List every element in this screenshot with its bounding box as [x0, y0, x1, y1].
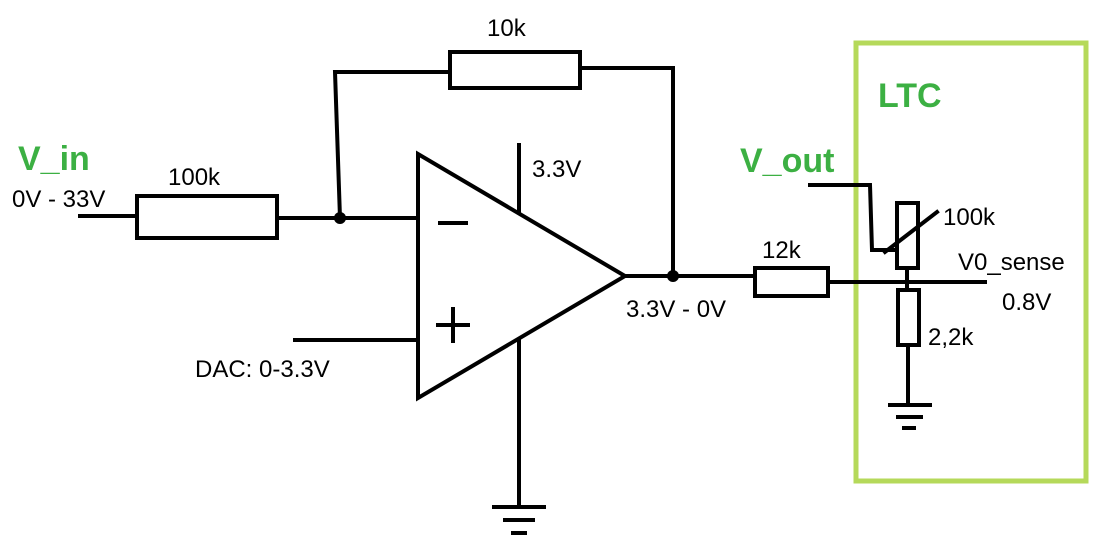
pot-wiper-arrow: [882, 209, 940, 255]
ltc-box: [853, 40, 1089, 484]
series-resistor-label: 12k: [762, 237, 802, 264]
v0-sense-label: V0_sense: [958, 249, 1065, 276]
bottom-resistor-label: 2,2k: [928, 324, 974, 351]
feedback-left-wire: [332, 70, 452, 221]
potentiometer-label: 100k: [943, 204, 996, 231]
feedback-resistor-label: 10k: [487, 15, 527, 42]
feedback-right-wire: [578, 66, 675, 278]
v-out-label: V_out: [740, 142, 834, 180]
supply-label: 3.3V: [532, 156, 581, 183]
v0-value-label: 0.8V: [1002, 289, 1051, 316]
feedback-resistor-10k: [448, 50, 582, 90]
bottom-resistor-2k2: [896, 288, 921, 347]
v-in-label: V_in: [18, 140, 90, 178]
series-resistor-12k: [753, 266, 830, 298]
ltc-label: LTC: [878, 77, 942, 115]
input-resistor-label: 100k: [168, 164, 221, 191]
v-out-wire: [808, 183, 910, 252]
opamp-triangle: [416, 150, 629, 402]
opamp-output-range-label: 3.3V - 0V: [626, 296, 726, 323]
input-resistor-100k: [135, 194, 279, 240]
dac-label: DAC: 0-3.3V: [195, 356, 330, 383]
v-in-range-label: 0V - 33V: [12, 186, 105, 213]
